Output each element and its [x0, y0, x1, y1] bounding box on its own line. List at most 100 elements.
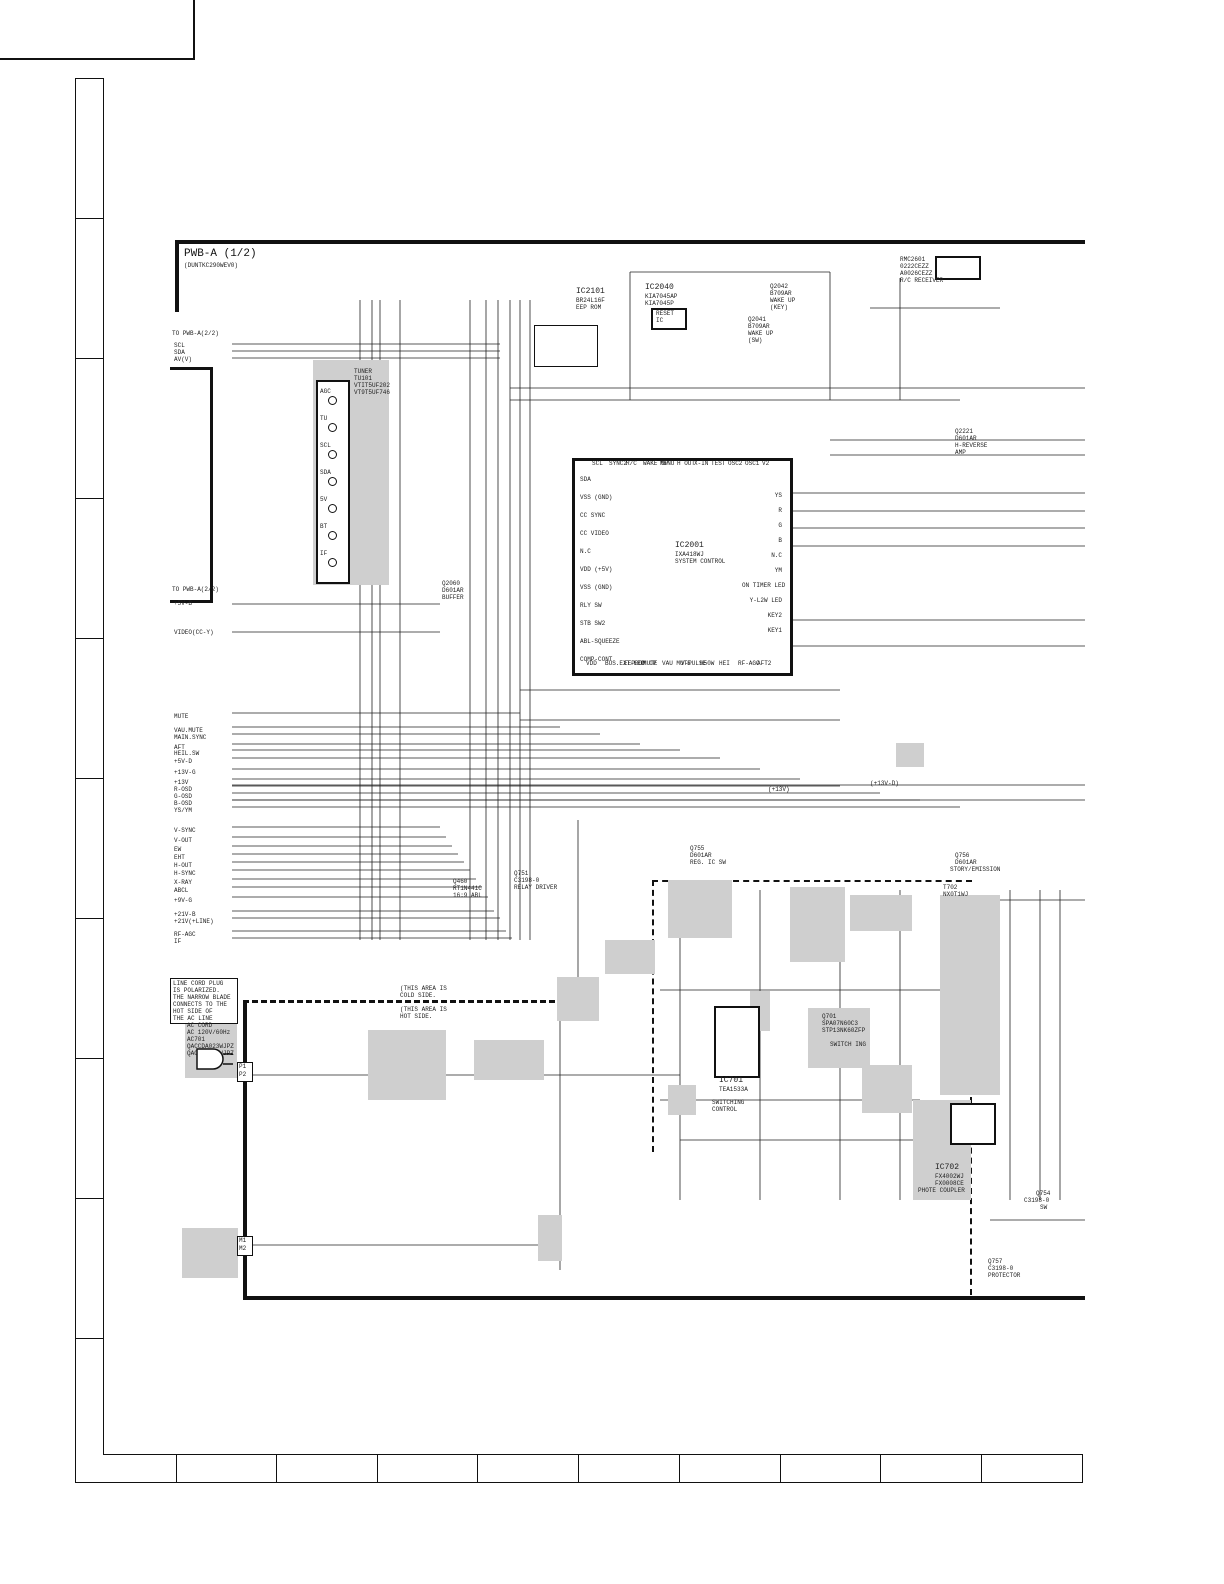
tuner-pin: BT: [320, 523, 328, 530]
signal-label: VAU.MUTE: [174, 727, 203, 734]
signal-scl: SCL: [174, 342, 185, 349]
board-frame-left-lower: [243, 1000, 247, 1298]
outer-bottom-border: [75, 1482, 1083, 1483]
ic2001-pin-label: YM: [774, 567, 782, 574]
tuner-pin-circle: [328, 504, 337, 513]
signal-label: H-SYNC: [174, 870, 196, 877]
tuner-pin-circle: [328, 558, 337, 567]
tuner-pin: SDA: [320, 469, 331, 476]
signal-label: +9V-G: [174, 897, 193, 904]
signal-av: AV(V): [174, 356, 193, 363]
signal-sda: SDA: [174, 349, 185, 356]
ic2040-name: IC2040: [645, 283, 674, 292]
ic2001-pin-label: SDA: [580, 476, 591, 483]
ic2001-pin-label: YS: [774, 492, 782, 499]
shade-bridge: [474, 1040, 544, 1080]
q751-name: Q751: [514, 870, 529, 877]
q2221-name: Q2221: [955, 428, 974, 435]
t702-part: NX0T1WJ: [943, 891, 969, 898]
grid-row: [75, 218, 103, 219]
connector-m: [237, 1236, 253, 1256]
signal-label: B-OSD: [174, 800, 193, 807]
q460-desc: 16:9 ABL: [453, 892, 482, 899]
q2221-part: D601AR: [955, 435, 977, 442]
q701-desc: SWITCH ING: [830, 1041, 867, 1048]
q2060-part: D601AR: [442, 587, 464, 594]
ic2001-pin-label: R: [778, 507, 782, 514]
shade-rt701: [538, 1215, 562, 1261]
q755-name: Q755: [690, 845, 705, 852]
ac-plug-icon: [196, 1048, 233, 1070]
q754-desc: SW: [1040, 1204, 1048, 1211]
q751-desc: RELAY DRIVER: [514, 884, 558, 891]
tuner-pin-circle: [328, 396, 337, 405]
signal-5vb: +5V-B: [174, 600, 193, 607]
signal-label: +13V: [174, 779, 189, 786]
ic701-desc: SWITCHING CONTROL: [712, 1099, 745, 1113]
signals-mid-header: TO PWB-A(2/2): [172, 586, 219, 593]
ic2001-pin-label: B: [778, 537, 782, 544]
signal-label: AFT: [174, 744, 185, 751]
ic2001-pin-label: KEY1: [767, 627, 782, 634]
q754-part: C3198-0: [1024, 1197, 1050, 1204]
grid-row: [75, 918, 103, 919]
shade-relay: [557, 977, 599, 1021]
ic2001-pin-label: N.C: [771, 552, 782, 559]
shade-t702: [940, 895, 1000, 1095]
ic702-box: [950, 1103, 996, 1145]
q754-name: Q754: [1036, 1190, 1051, 1197]
cold-side-note: (THIS AREA IS COLD SIDE.: [400, 985, 447, 999]
ic2001-pin-label: VDD: [586, 660, 597, 667]
rmc-desc: R/C RECEIVER: [900, 277, 944, 284]
ic2001-pin-label: OSC2: [728, 460, 743, 467]
grid-row: [75, 1058, 103, 1059]
ic2101-name: IC2101: [576, 287, 605, 296]
signal-label: +21V-B: [174, 911, 196, 918]
connector-p: [237, 1062, 253, 1082]
ic2001-name: IC2001: [675, 541, 704, 550]
signal-label: YS/YM: [174, 807, 193, 814]
ic2001-pin-label: VDD (+5V): [580, 566, 613, 573]
board-part-number: (DUNTKC290WEV0): [184, 262, 239, 269]
connector-m2: M2: [239, 1245, 247, 1252]
outer-left-border: [75, 78, 76, 1482]
ic2001-pin-label: STB SW2: [580, 620, 606, 627]
shade-r656: [896, 743, 924, 767]
shade-r725: [862, 1065, 912, 1113]
signal-label: MAIN.SYNC: [174, 734, 207, 741]
ic2001-pin-label: ON TIMER LED: [742, 582, 786, 589]
grid-col: [880, 1454, 881, 1482]
q2060-name: Q2060: [442, 580, 461, 587]
ic2001-part: IXA418WJ: [675, 551, 704, 558]
q2221-desc: H-REVERSE AMP: [955, 442, 988, 456]
grid-row: [75, 638, 103, 639]
ic2001-pin-label: VSS (GND): [580, 494, 613, 501]
grid-row: [75, 1338, 103, 1339]
tuner-pin: IF: [320, 550, 328, 557]
grid-col: [176, 1454, 177, 1482]
tuner-part: TU101: [354, 375, 373, 382]
tuner-pin: SCL: [320, 442, 331, 449]
ic702-desc: PHOTE COUPLER: [918, 1187, 965, 1194]
signal-label: +5V-D: [174, 758, 193, 765]
ic701-box: [714, 1006, 760, 1078]
signal-label: ABCL: [174, 887, 189, 894]
q756-desc: STORY/EMISSION: [950, 866, 1001, 873]
ic2001-pin-label: ABL-SQUEEZE: [580, 638, 620, 645]
tuner-models: VTIT5UF202 VT9T5UF746: [354, 382, 391, 396]
ic2001-pin-label: COMP-CONT: [580, 656, 613, 663]
t702-name: T702: [943, 884, 958, 891]
ic2001-pin-label: N.C: [580, 548, 591, 555]
rmc-part: 0222CEZZ A0026CEZZ: [900, 263, 933, 277]
q757-name: Q757: [988, 1258, 1003, 1265]
shade-c707: [668, 880, 732, 938]
q757-desc: PROTECTOR: [988, 1272, 1021, 1279]
ic2001-pin-label: V2: [762, 460, 770, 467]
signal-label: +13V-G: [174, 769, 196, 776]
q2041-desc: WAKE UP (SW): [748, 330, 774, 344]
ic2101-part: BR24L16F: [576, 297, 605, 304]
ic2001-pin-label: RF-AGC: [738, 660, 760, 667]
ic2001-pin-label: SYNC2: [609, 460, 628, 467]
ic2001-box: [572, 458, 793, 676]
ic2001-pin-label: H OUT: [677, 460, 696, 467]
